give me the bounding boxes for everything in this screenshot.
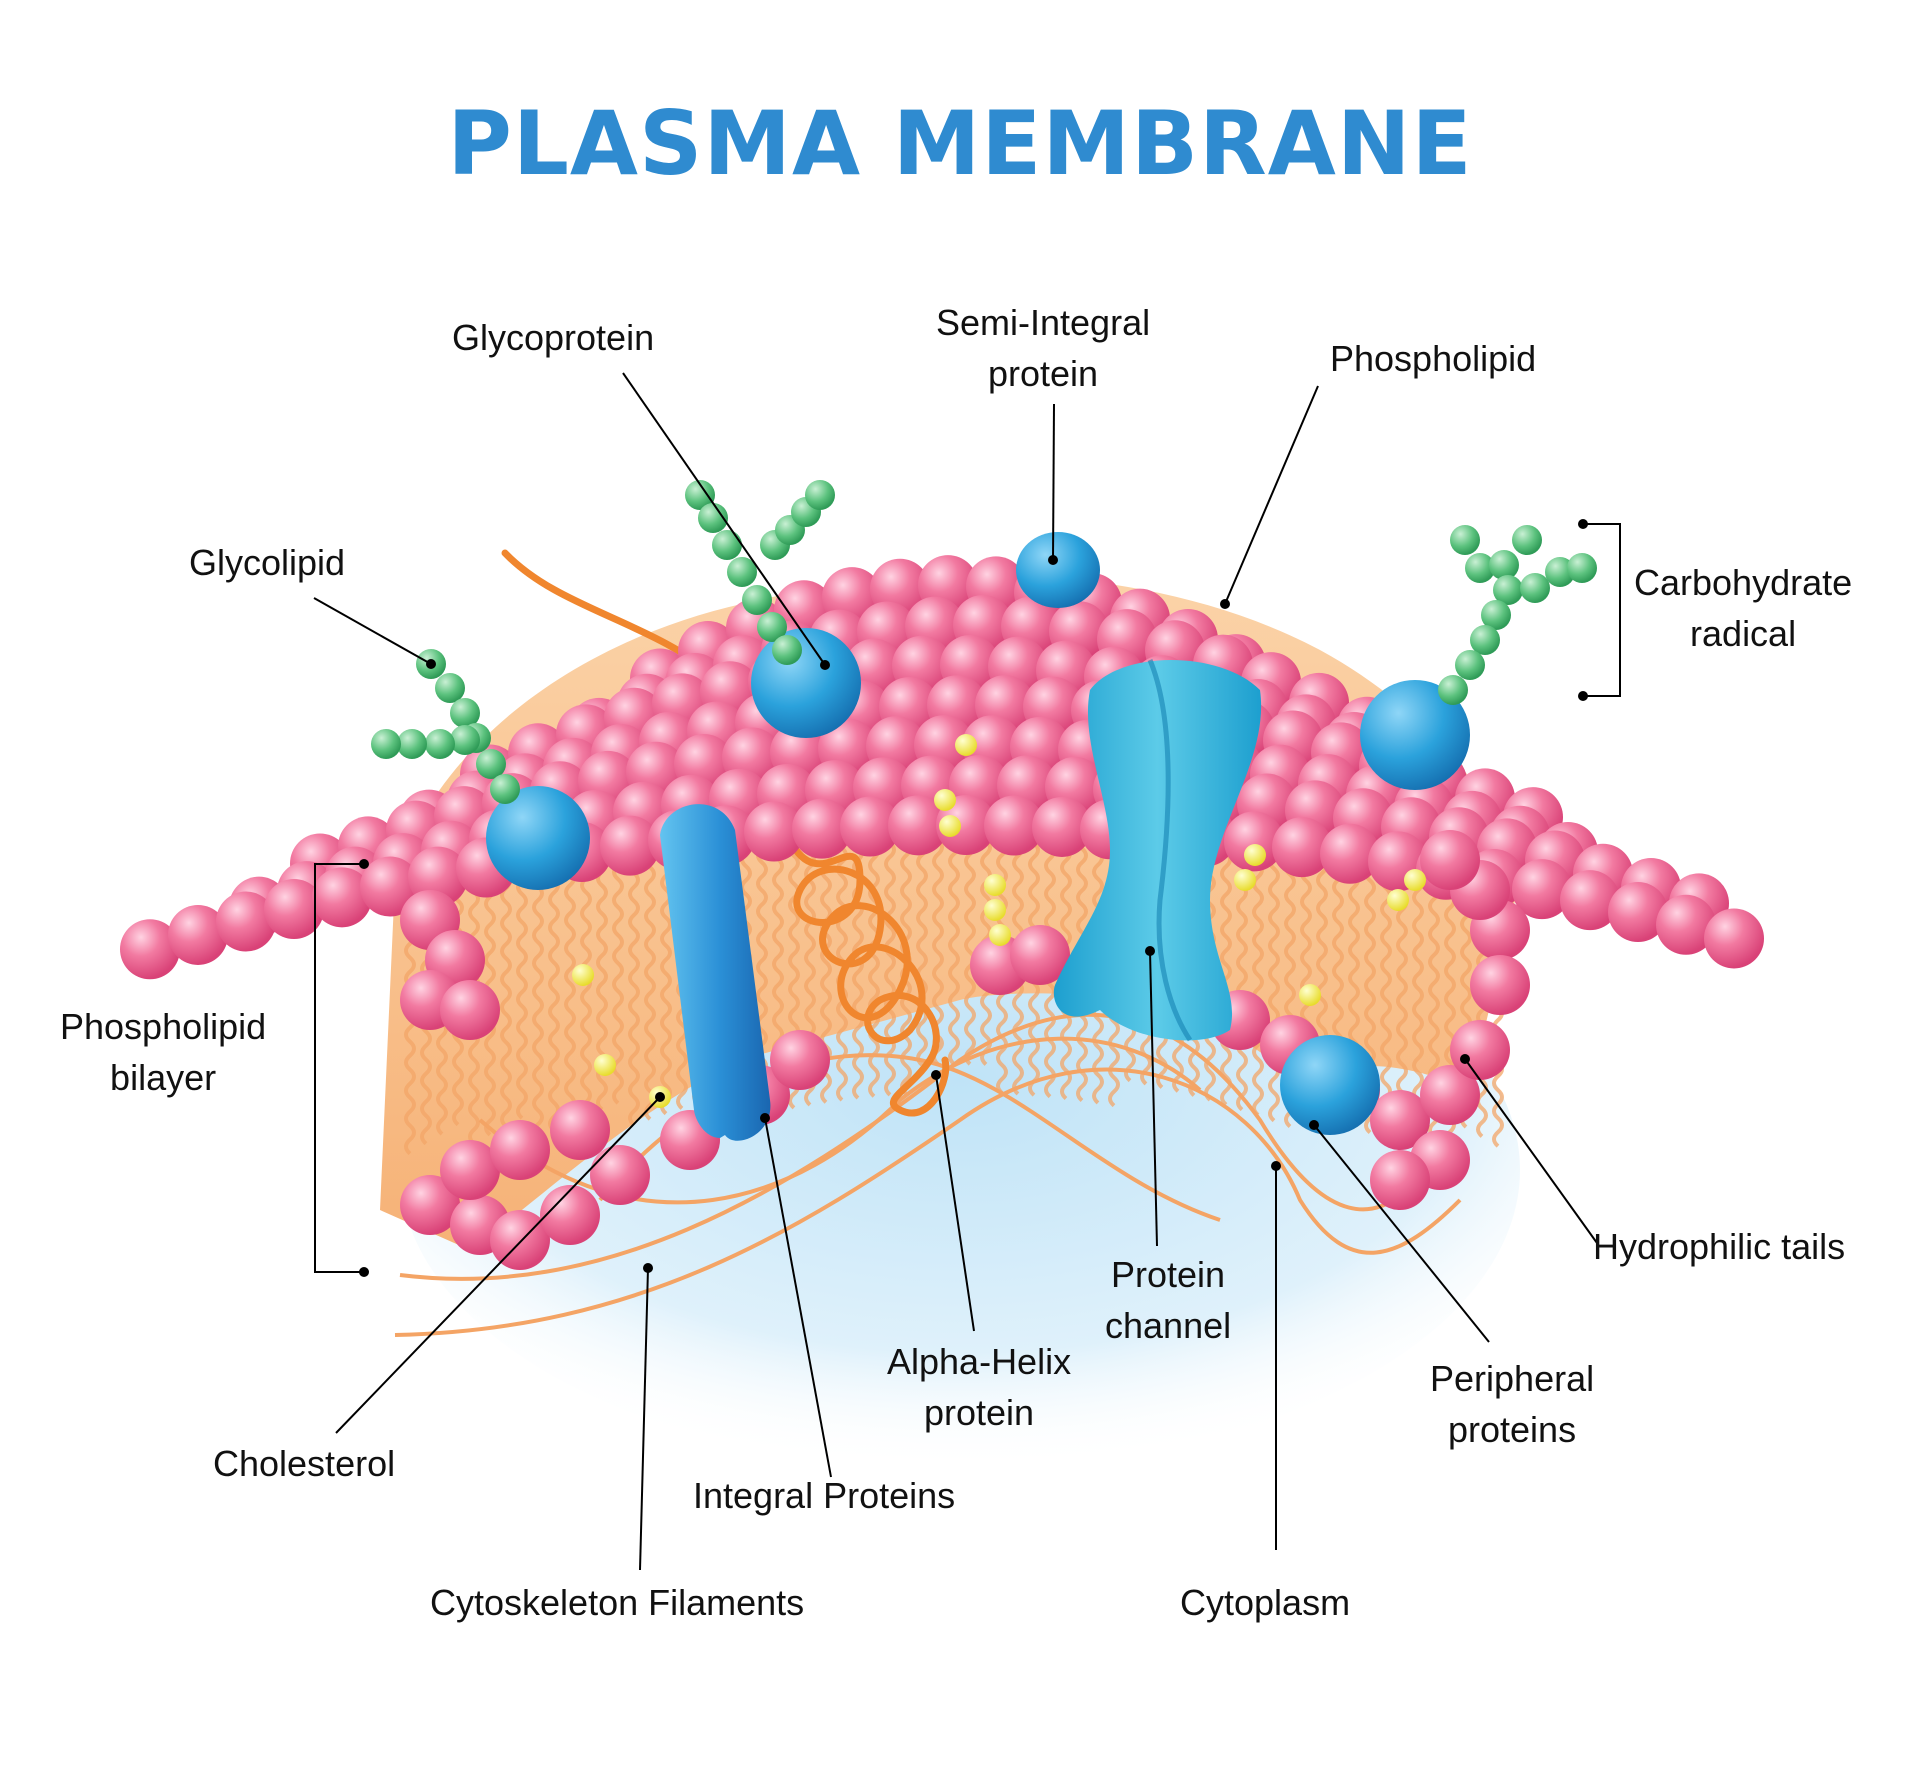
label-phospholipid: Phospholipid [1330,338,1537,379]
cholesterol-molecules [572,734,1426,1108]
label-glycoprotein: Glycoprotein [452,317,655,358]
leader-lines [313,372,1621,1571]
label-cytoskeleton-filaments: Cytoskeleton Filaments [430,1582,805,1623]
label-glycolipid: Glycolipid [189,542,346,583]
label-integral-proteins: Integral Proteins [693,1475,956,1516]
carbohydrate-chains [371,480,1597,804]
integral-protein [660,804,771,1141]
leader-dots [359,519,1588,1277]
label-hydrophilic-tails: Hydrophilic tails [1593,1226,1846,1267]
peripheral-protein-top-left [486,786,590,890]
peripheral-protein-right [1360,680,1470,790]
label-cholesterol: Cholesterol [213,1443,396,1484]
page-title: PLASMA MEMBRANE [447,92,1473,195]
label-cytoplasm: Cytoplasm [1180,1582,1351,1623]
glycoprotein-body [751,628,861,738]
protein-channel [1053,659,1262,1042]
semi-integral-protein [1016,532,1100,608]
peripheral-protein-bottom [1280,1035,1380,1135]
